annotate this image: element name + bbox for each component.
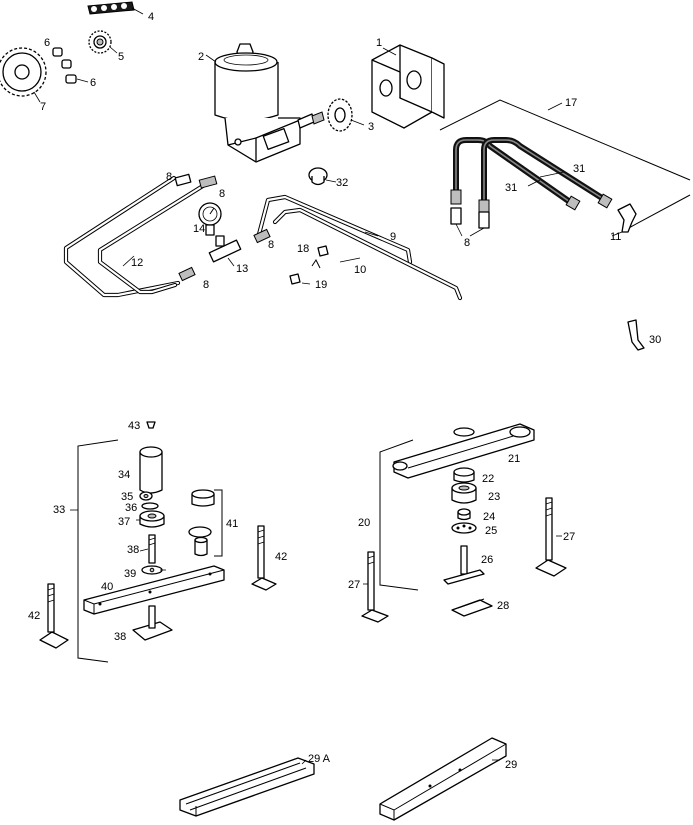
callout-label-l38b: 38 (114, 631, 126, 643)
callout-label-l20: 20 (358, 517, 370, 529)
right-assembly (361, 423, 567, 623)
hose-set-bracket (439, 99, 691, 231)
fitting-part (450, 207, 490, 237)
callout-label-l10: 10 (354, 264, 366, 276)
callout-label-l29: 29 (505, 759, 517, 771)
chain-part (87, 1, 144, 15)
callout-label-l8b: 8 (219, 188, 225, 200)
callout-label-l33: 33 (53, 504, 65, 516)
callout-label-l25: 25 (485, 525, 497, 537)
callout-label-l32: 32 (336, 177, 348, 189)
callout-label-l6a: 6 (44, 37, 50, 49)
callout-label-l8c: 8 (268, 239, 274, 251)
fitting-part (174, 173, 271, 282)
clip-part (289, 245, 329, 285)
callout-label-l7: 7 (40, 101, 46, 113)
callout-label-l40: 40 (101, 581, 113, 593)
callout-label-l11: 11 (610, 231, 621, 243)
cap-part (308, 167, 337, 186)
bracket-clip-part (627, 319, 645, 351)
callout-label-l22: 22 (482, 473, 494, 485)
callout-label-l23: 23 (488, 491, 500, 503)
callout-label-l31a: 31 (573, 163, 585, 175)
bushing-part (52, 47, 89, 84)
callout-label-l14: 14 (193, 223, 205, 235)
pressure-gauge-part (198, 202, 222, 236)
callout-label-l8d: 8 (203, 279, 209, 291)
callout-label-l42b: 42 (28, 610, 40, 622)
hydraulic-hoses-part (450, 137, 613, 215)
tee-fitting-part (208, 235, 242, 267)
callout-label-l17: 17 (565, 97, 577, 109)
callout-label-l43: 43 (128, 420, 140, 432)
callout-label-l36: 36 (125, 502, 137, 514)
callout-label-l21: 21 (508, 453, 520, 465)
callout-label-l4: 4 (148, 11, 154, 23)
callout-label-l35: 35 (121, 491, 133, 503)
crossbar-29-part (379, 737, 507, 821)
channel-29a-part (179, 757, 315, 817)
callout-label-l27b: 27 (563, 531, 575, 543)
callout-label-l13: 13 (236, 263, 248, 275)
large-sprocket-part (0, 47, 47, 103)
callout-label-l9: 9 (390, 231, 396, 243)
callout-label-l42a: 42 (275, 551, 287, 563)
callout-label-l18: 18 (297, 243, 309, 255)
callout-label-l41: 41 (226, 518, 238, 530)
callout-label-l2: 2 (198, 51, 204, 63)
callout-label-l37: 37 (118, 516, 130, 528)
callout-label-l3: 3 (368, 121, 374, 133)
hydraulic-tubes-part (63, 175, 463, 301)
callout-label-l26: 26 (481, 554, 493, 566)
callout-label-l24: 24 (483, 511, 495, 523)
callout-label-l30: 30 (649, 334, 661, 346)
callout-label-l39: 39 (124, 568, 136, 580)
elbow-fitting-part (611, 203, 637, 237)
small-sprocket-part (88, 30, 118, 54)
callout-label-l27a: 27 (348, 579, 360, 591)
callout-label-l8e: 8 (464, 237, 470, 249)
hydraulic-pump-part (205, 43, 325, 163)
left-assembly (39, 421, 277, 663)
callout-label-l12: 12 (131, 257, 143, 269)
callout-label-l29a: 29 A (308, 753, 331, 765)
pump-sprocket-part (327, 98, 365, 132)
callout-label-l8a: 8 (166, 171, 172, 183)
callout-label-l34: 34 (118, 469, 130, 481)
callout-label-l31b: 31 (505, 182, 517, 194)
callout-label-l28: 28 (497, 600, 509, 612)
callout-label-l1: 1 (376, 37, 382, 49)
callout-label-l6b: 6 (90, 77, 96, 89)
mounting-bracket-part (371, 44, 445, 129)
callout-label-l19: 19 (315, 279, 327, 291)
callout-label-l38a: 38 (127, 544, 139, 556)
callout-label-l5: 5 (118, 51, 124, 63)
